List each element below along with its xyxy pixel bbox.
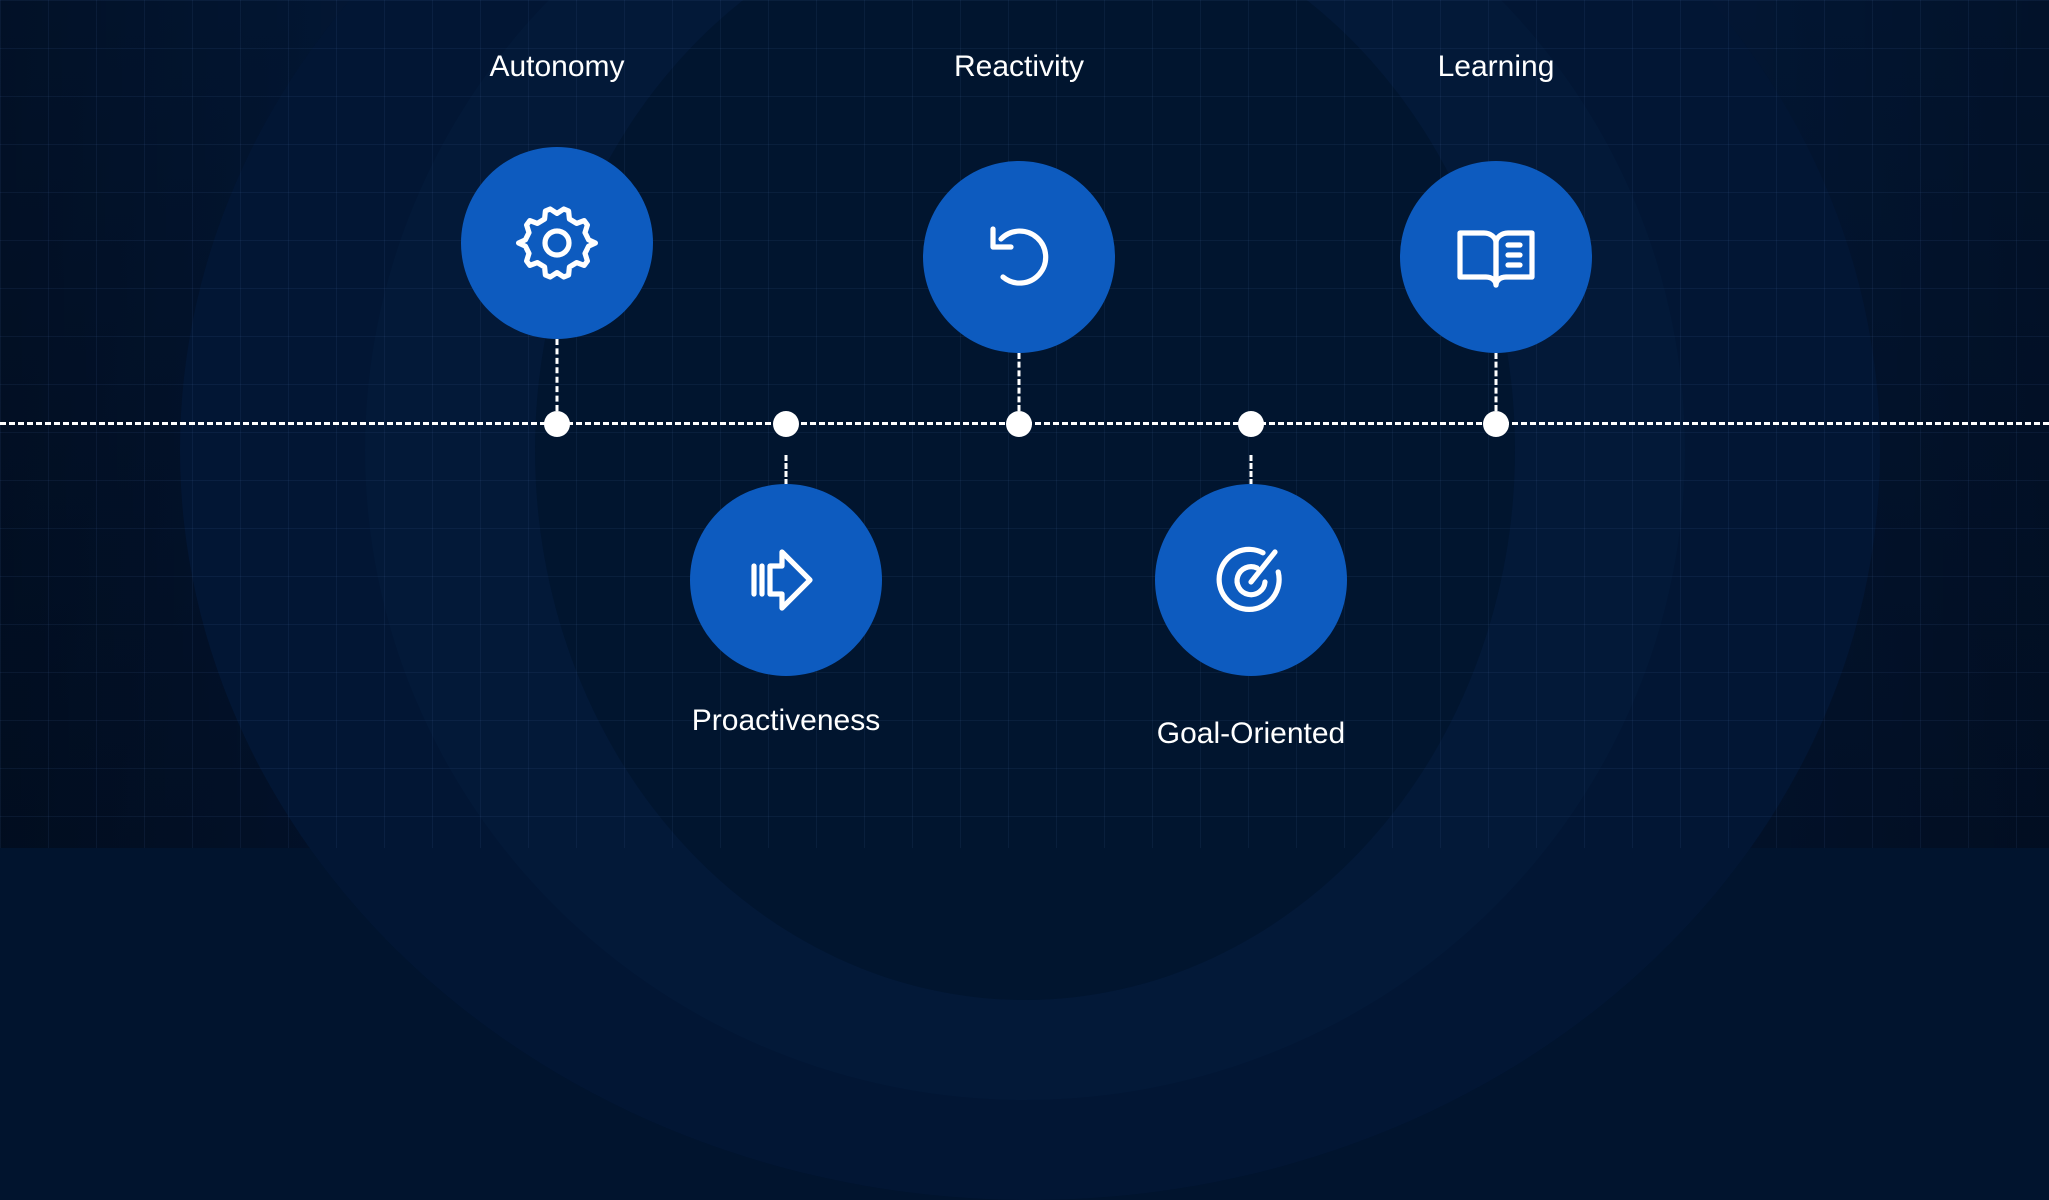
connector [1017, 353, 1021, 411]
node-goal-oriented [1155, 484, 1347, 676]
timeline-dot [773, 411, 799, 437]
node-reactivity [923, 161, 1115, 353]
connector [1249, 455, 1253, 485]
arrow-right-icon [751, 549, 813, 611]
label-proactiveness: Proactiveness [691, 704, 881, 737]
label-goal-oriented: Goal-Oriented [1156, 717, 1346, 750]
target-icon [1216, 546, 1282, 612]
label-autonomy: Autonomy [489, 50, 625, 83]
connector [555, 339, 559, 411]
book-open-icon [1457, 230, 1535, 288]
timeline-dot [544, 411, 570, 437]
rotate-ccw-icon [990, 226, 1049, 286]
connector [1494, 353, 1498, 411]
node-autonomy [461, 147, 653, 339]
node-learning [1400, 161, 1592, 353]
label-learning: Learning [1437, 50, 1555, 83]
timeline-dot [1006, 411, 1032, 437]
node-proactiveness [690, 484, 882, 676]
timeline-dot [1238, 411, 1264, 437]
connector [784, 455, 788, 485]
label-reactivity: Reactivity [953, 50, 1085, 83]
gear-icon [516, 206, 598, 280]
timeline-dot [1483, 411, 1509, 437]
